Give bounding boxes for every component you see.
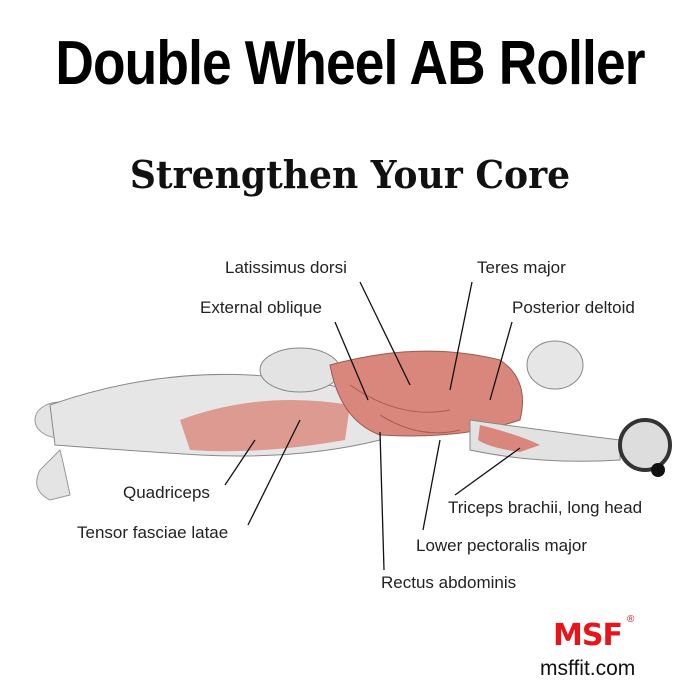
body-illustration	[34, 340, 672, 501]
label-external-oblique: External oblique	[200, 298, 322, 317]
brand-logo: MSF	[553, 618, 623, 653]
label-teres-major: Teres major	[477, 258, 566, 277]
label-tensor-fasciae-latae: Tensor fasciae latae	[77, 523, 229, 542]
page-title: Double Wheel AB Roller	[55, 29, 645, 98]
label-lower-pectoralis: Lower pectoralis major	[416, 536, 588, 555]
label-posterior-deltoid: Posterior deltoid	[512, 298, 635, 317]
label-latissimus-dorsi: Latissimus dorsi	[225, 258, 347, 277]
registered-mark: ®	[627, 614, 635, 625]
label-quadriceps: Quadriceps	[123, 483, 210, 502]
website-link[interactable]: msffit.com	[540, 657, 636, 680]
label-triceps-brachii: Triceps brachii, long head	[448, 498, 643, 517]
label-rectus-abdominis: Rectus abdominis	[381, 573, 517, 592]
torso-muscles	[329, 350, 523, 437]
leader-lines	[224, 281, 521, 571]
quadriceps-muscle	[180, 400, 350, 452]
page-subtitle: Strengthen Your Core	[129, 152, 571, 197]
ab-wheel-icon	[618, 418, 672, 472]
